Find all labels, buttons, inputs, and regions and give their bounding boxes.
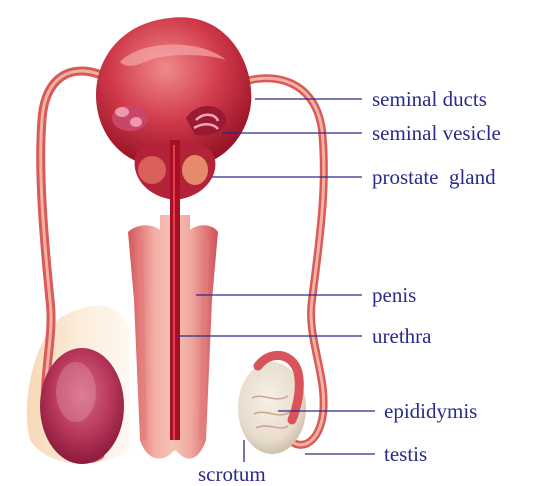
label-epididymis: epididymis [384,399,477,423]
label-urethra: urethra [372,324,432,348]
label-penis: penis [372,283,416,307]
label-scrotum: scrotum [198,462,266,486]
corpus-cavernosum-left [140,240,144,440]
label-seminal-ducts: seminal ducts [372,87,487,111]
corpus-cavernosum-right [202,240,206,440]
seminal-vesicle-left [112,105,148,131]
prostate-right-lobe [182,155,208,185]
testis-left-highlight [56,362,96,422]
label-prostate-gland: prostate gland [372,165,496,189]
label-seminal-vesicle: seminal vesicle [372,121,501,145]
prostate-left-lobe [138,156,166,184]
label-testis: testis [384,442,427,466]
